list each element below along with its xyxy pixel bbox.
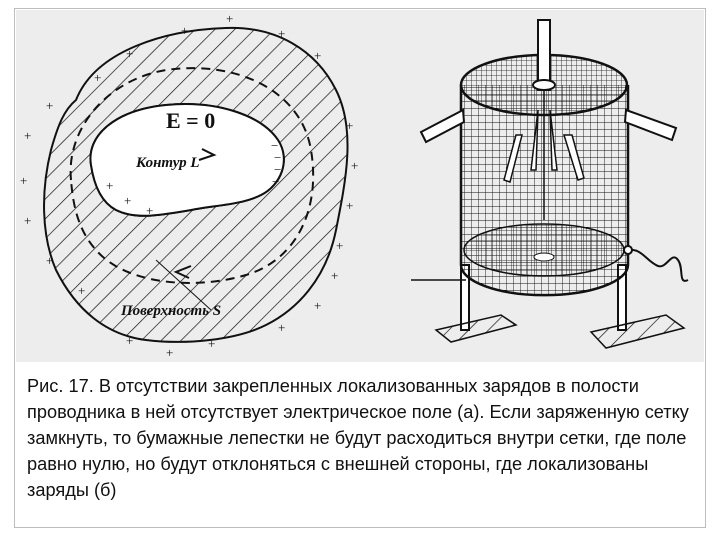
figure-b-mesh-cylinder [411, 19, 689, 349]
charge-minus: − [274, 162, 281, 177]
charge-plus: + [314, 48, 321, 63]
charge-minus: − [272, 174, 279, 189]
charge-plus: + [46, 253, 53, 268]
charge-plus: + [314, 298, 321, 313]
charge-plus: + [278, 26, 285, 41]
charge-plus: + [278, 320, 285, 335]
charge-plus: + [124, 193, 131, 208]
figure-illustrations: + + + + + + + + + + + + + + + + + + + + [20, 11, 689, 360]
figure-frame: + + + + + + + + + + + + + + + + + + + + [14, 8, 706, 528]
charge-plus: + [208, 336, 215, 351]
figure-area: + + + + + + + + + + + + + + + + + + + + [16, 10, 704, 362]
charge-plus: + [226, 11, 233, 26]
charge-plus: + [346, 118, 353, 133]
charge-plus: + [346, 198, 353, 213]
charge-minus: − [274, 150, 281, 165]
label-contour: Контур L [135, 155, 200, 171]
charge-plus: + [126, 333, 133, 348]
charge-plus: + [181, 23, 188, 38]
charge-plus: + [351, 158, 358, 173]
charge-plus: + [106, 178, 113, 193]
charge-plus: + [24, 213, 31, 228]
charge-plus: + [126, 46, 133, 61]
charge-plus: + [166, 345, 173, 360]
charge-plus: + [78, 283, 85, 298]
charge-plus: + [24, 128, 31, 143]
charge-minus: − [271, 138, 278, 153]
charge-plus: + [20, 173, 27, 188]
label-surface: Поверхность S [120, 303, 221, 319]
figure-caption: Рис. 17. В отсутствии закрепленных локал… [27, 376, 689, 500]
charge-plus: + [46, 98, 53, 113]
charge-plus: + [146, 203, 153, 218]
charge-plus: + [336, 238, 343, 253]
charge-plus: + [94, 70, 101, 85]
charge-plus: + [331, 268, 338, 283]
outer-charges: + + + + + + + + + + + + + + + + + + + + [20, 11, 358, 360]
label-field-zero: E = 0 [166, 108, 215, 133]
figure-a-conductor [43, 26, 349, 343]
inner-charges: − − − − [271, 138, 281, 189]
